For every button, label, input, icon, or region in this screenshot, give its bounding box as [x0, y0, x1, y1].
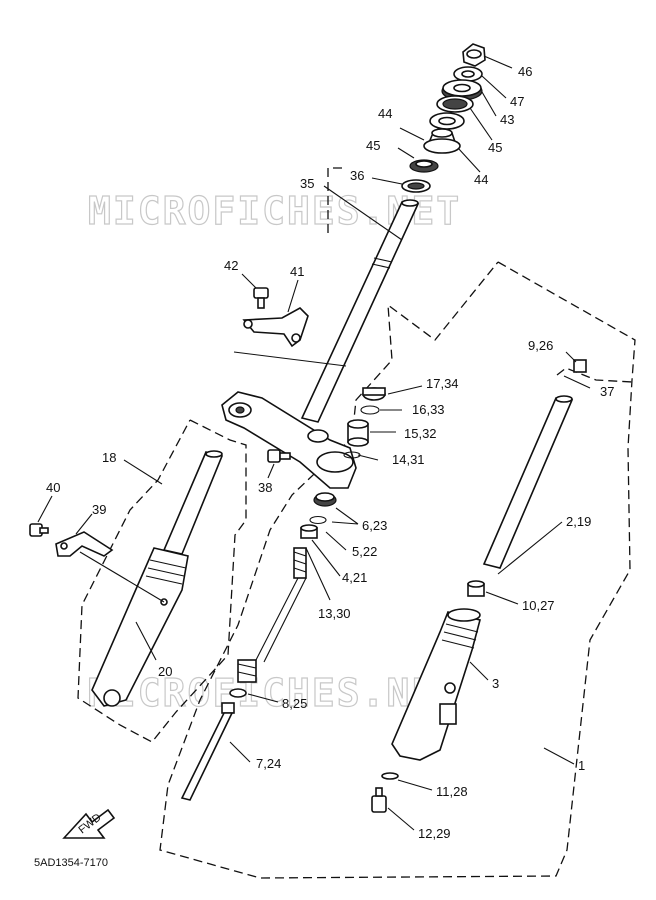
- under-bracket: [221, 391, 357, 489]
- callout-46: 46: [518, 64, 532, 79]
- callout-14-31: 14,31: [392, 452, 425, 467]
- callout-20: 20: [158, 664, 172, 679]
- callout-labels: 46 47 43 45 44 44 45 36 35 42 41 9,26 37…: [46, 64, 614, 841]
- bushing-4-21: [300, 524, 318, 539]
- callout-35: 35: [300, 176, 314, 191]
- outline-right-fork: [159, 261, 636, 879]
- bearing-45-upper: [436, 95, 474, 113]
- race-44-lower: [423, 128, 461, 154]
- callout-18: 18: [102, 450, 116, 465]
- callout-11-28: 11,28: [436, 784, 468, 799]
- callout-38: 38: [258, 480, 272, 495]
- bearing-45-lower: [409, 159, 439, 173]
- callout-8-25: 8,25: [282, 696, 307, 711]
- outline-steering-group: [327, 167, 342, 236]
- callout-16-33: 16,33: [412, 402, 445, 417]
- callout-44-right: 44: [474, 172, 488, 187]
- callout-3: 3: [492, 676, 499, 691]
- clip-5-22: [309, 515, 327, 525]
- bracket-39: [55, 531, 114, 557]
- callout-36: 36: [350, 168, 364, 183]
- callout-43: 43: [500, 112, 514, 127]
- oil-seal-17-34: [362, 387, 386, 401]
- callout-9-26: 9,26: [528, 338, 553, 353]
- callout-17-34: 17,34: [426, 376, 459, 391]
- seal-6-23: [313, 492, 337, 507]
- callout-42: 42: [224, 258, 238, 273]
- race-36: [401, 179, 431, 193]
- callout-41: 41: [290, 264, 304, 279]
- callout-12-29: 12,29: [418, 826, 451, 841]
- bushing-10-27: [467, 580, 485, 597]
- fwd-arrow-icon: FWD: [62, 808, 116, 839]
- callout-15-32: 15,32: [404, 426, 437, 441]
- damper-rod-7-24: [180, 702, 235, 801]
- stem-nut-46: [462, 43, 486, 67]
- callout-6-23: 6,23: [362, 518, 387, 533]
- bolt-42: [253, 287, 269, 309]
- callout-13-30: 13,30: [318, 606, 351, 621]
- inner-tube-2-19: [482, 395, 574, 569]
- bolt-40: [29, 523, 49, 537]
- outer-tube-3: [391, 608, 481, 761]
- ring-8-25: [229, 688, 247, 698]
- document-code: 5AD1354-7170: [34, 857, 108, 869]
- callout-45-left: 45: [366, 138, 380, 153]
- callout-7-24: 7,24: [256, 756, 281, 771]
- steering-stem-35: [300, 199, 420, 423]
- plug-9-26: [573, 359, 587, 373]
- callout-47: 47: [510, 94, 524, 109]
- callout-44-left: 44: [378, 106, 392, 121]
- washer-11-28: [381, 772, 399, 780]
- bolt-12-29: [371, 787, 387, 813]
- watermark-bottom: MICROFICHES.NET: [88, 671, 461, 715]
- spring-13-30: [237, 547, 307, 683]
- clip-16-33: [360, 405, 380, 415]
- washer-47: [453, 66, 483, 82]
- collar-15-32: [347, 419, 369, 447]
- outline-inner-tube-group: [556, 367, 633, 383]
- outline-left-fork: [77, 419, 247, 743]
- bolt-38: [267, 449, 291, 463]
- leader-lines: [37, 55, 591, 831]
- callout-39: 39: [92, 502, 106, 517]
- callout-45-right: 45: [488, 140, 502, 155]
- callout-5-22: 5,22: [352, 544, 377, 559]
- callout-40: 40: [46, 480, 60, 495]
- callout-10-27: 10,27: [522, 598, 555, 613]
- left-fork-assembly-20: [91, 450, 224, 707]
- bracket-41: [242, 307, 309, 348]
- race-44-upper: [429, 112, 465, 130]
- callout-1: 1: [578, 758, 585, 773]
- callout-2-19: 2,19: [566, 514, 591, 529]
- assembly-outlines: [77, 167, 636, 879]
- callout-4-21: 4,21: [342, 570, 367, 585]
- callout-37: 37: [600, 384, 614, 399]
